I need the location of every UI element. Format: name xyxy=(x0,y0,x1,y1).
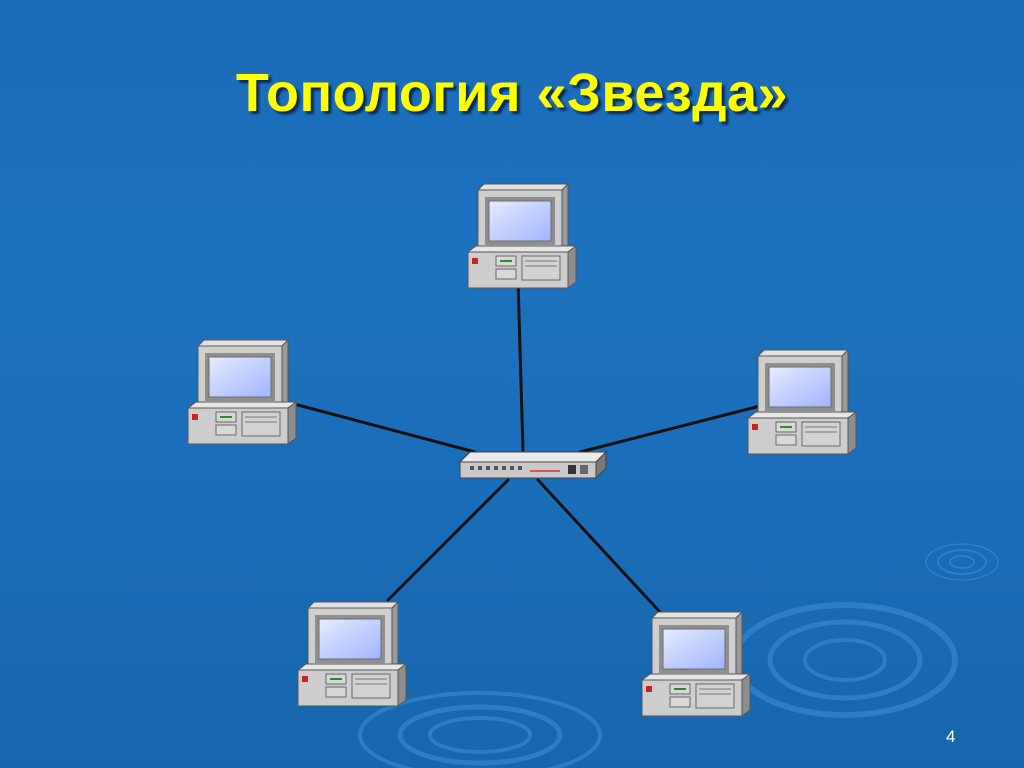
computer-left[interactable] xyxy=(187,339,297,445)
page-number: 4 xyxy=(946,727,956,746)
network-links xyxy=(296,278,762,614)
slide-title: Топология «Звезда» xyxy=(235,63,789,123)
link-top xyxy=(516,278,525,452)
computer-bottom-right[interactable] xyxy=(641,611,751,717)
link-bottom-left xyxy=(386,478,510,602)
computer-bottom-left[interactable] xyxy=(297,601,407,707)
network-hub-icon[interactable] xyxy=(458,450,608,480)
link-right xyxy=(578,404,762,454)
computer-right[interactable] xyxy=(747,349,857,455)
link-bottom-right xyxy=(536,478,662,614)
link-left xyxy=(296,403,477,454)
computer-top[interactable] xyxy=(467,183,577,289)
